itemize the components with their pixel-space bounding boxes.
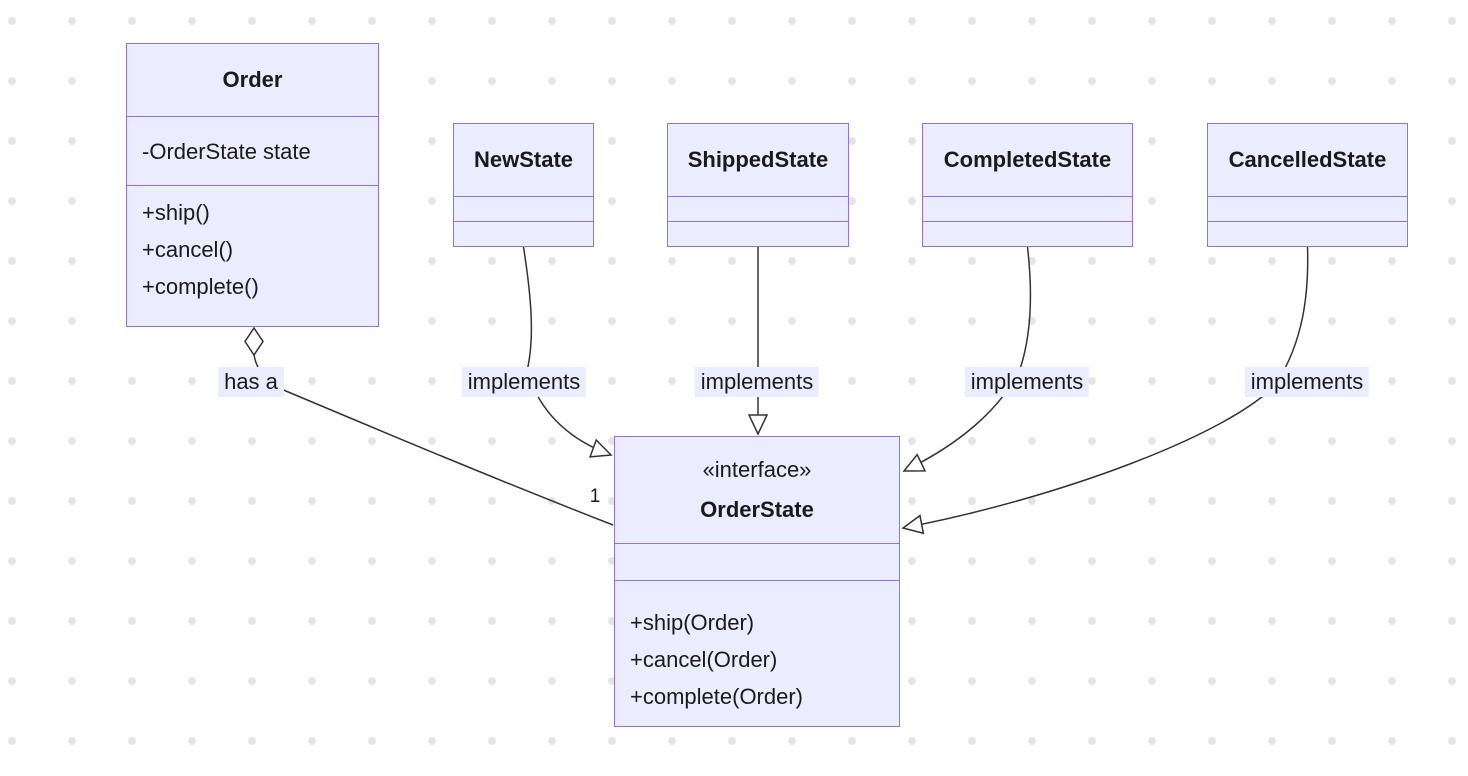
class-attributes-section [454,196,593,221]
class-box-newstate: NewState [453,123,594,247]
edge-label-implements-shippedstate: implements [694,367,820,397]
class-methods-section [923,221,1132,246]
class-attributes-section [1208,196,1407,221]
class-title: «interface» OrderState [615,437,899,543]
class-title: ShippedState [668,124,848,196]
class-attributes-section [615,543,899,580]
class-name: ShippedState [687,147,829,172]
class-method: +complete() [142,274,259,299]
class-title: CancelledState [1208,124,1407,196]
class-method: +ship(Order) [630,610,755,635]
class-box-cancelledstate: CancelledState [1207,123,1408,247]
class-methods-section [454,221,593,246]
class-name: OrderState [700,497,814,522]
class-title: NewState [454,124,593,196]
class-attribute: -OrderState state [142,138,311,164]
class-name: NewState [473,147,574,172]
class-stereotype: «interface» [702,457,812,482]
class-attributes-section [923,196,1132,221]
edge-label-implements-newstate: implements [461,367,587,397]
class-name: Order [222,67,283,92]
class-name: CancelledState [1228,147,1387,172]
edge-cardinality-1: 1 [589,486,601,507]
class-method: +cancel() [142,237,234,262]
edge-completedstate-implements [902,246,1032,472]
edge-label-implements-completedstate: implements [964,367,1090,397]
class-box-orderstate: «interface» OrderState +ship(Order) +can… [614,436,900,727]
edge-newstate-implements [522,246,613,458]
class-attributes-section [668,196,848,221]
class-method: +complete(Order) [630,684,804,709]
class-attributes-section: -OrderState state [127,116,378,185]
class-methods-section: +ship() +cancel() +complete() [127,185,378,326]
class-methods-section [668,221,848,246]
class-method: +ship() [142,200,210,225]
edge-label-implements-cancelledstate: implements [1244,367,1370,397]
class-box-completedstate: CompletedState [922,123,1133,247]
class-title: CompletedState [923,124,1132,196]
class-methods-section: +ship(Order) +cancel(Order) +complete(Or… [615,580,899,726]
class-title: Order [127,44,378,116]
aggregation-diamond-icon [244,326,264,357]
class-box-order: Order -OrderState state +ship() +cancel(… [126,43,379,327]
edge-cancelledstate-implements [901,246,1309,535]
class-method: +cancel(Order) [630,647,778,672]
class-box-shippedstate: ShippedState [667,123,849,247]
class-methods-section [1208,221,1407,246]
class-name: CompletedState [943,147,1112,172]
edge-label-has-a: has a [218,367,284,397]
